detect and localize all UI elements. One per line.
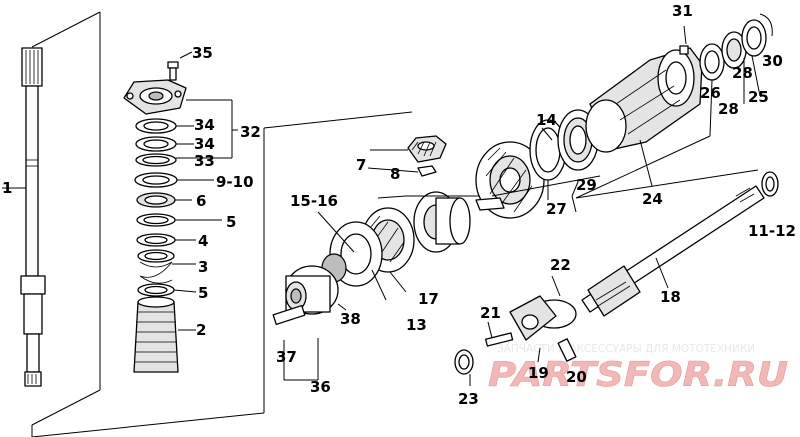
callout-22: 22 <box>550 256 571 274</box>
stack-leader-lines <box>172 99 238 331</box>
group-outline-lines <box>31 11 413 437</box>
forward-gear-assembly <box>321 191 492 287</box>
callout-13: 13 <box>406 316 427 334</box>
callout-34-lower: 34 <box>194 135 215 153</box>
callout-24: 24 <box>642 190 663 208</box>
callout-21: 21 <box>480 304 501 322</box>
callout-5-lower: 5 <box>198 284 208 302</box>
callout-1: 1 <box>2 179 12 197</box>
gearcase-24 <box>585 47 703 187</box>
bolt-35 <box>167 51 193 81</box>
callout-26: 26 <box>700 84 721 102</box>
callout-35: 35 <box>192 44 213 62</box>
callout-37: 37 <box>276 348 297 366</box>
pump-housing-32 <box>123 79 187 115</box>
clutch-dog <box>475 141 545 219</box>
callout-27: 27 <box>546 200 567 218</box>
callout-36: 36 <box>310 378 331 396</box>
callout-25: 25 <box>748 88 769 106</box>
callout-32: 32 <box>240 123 261 141</box>
watermark: ЗАПЧАСТИ И АКСЕССУАРЫ ДЛЯ МОТОТЕХНИКИ PA… <box>488 343 789 395</box>
seal-stack <box>134 118 178 297</box>
callout-19: 19 <box>528 364 549 382</box>
callout-30: 30 <box>762 52 783 70</box>
callout-38: 38 <box>340 310 361 328</box>
callout-28-upper: 28 <box>732 64 753 82</box>
callout-7: 7 <box>356 156 366 174</box>
callout-labels: 1 2 3 4 5 5 6 7 8 9-10 11-12 13 14 15-16… <box>2 2 796 408</box>
drive-shaft <box>2 47 46 387</box>
callout-8: 8 <box>390 165 400 183</box>
watermark-subtitle: ЗАПЧАСТИ И АКСЕССУАРЫ ДЛЯ МОТОТЕХНИКИ <box>497 343 755 355</box>
bearings-25-30 <box>575 13 773 199</box>
callout-11-12: 11-12 <box>748 222 796 240</box>
callout-17: 17 <box>418 290 439 308</box>
callout-15-16: 15-16 <box>290 192 338 210</box>
callout-29: 29 <box>576 176 597 194</box>
callout-3: 3 <box>198 258 208 276</box>
callout-20: 20 <box>566 368 587 386</box>
callout-9-10: 9-10 <box>216 173 254 191</box>
callout-6: 6 <box>196 192 206 210</box>
callout-4: 4 <box>198 232 208 250</box>
callout-23: 23 <box>458 390 479 408</box>
callout-31: 31 <box>672 2 693 20</box>
callout-2: 2 <box>196 321 206 339</box>
callout-28-lower: 28 <box>718 100 739 118</box>
callout-34-upper: 34 <box>194 116 215 134</box>
clutch-parts-19-22 <box>454 275 577 386</box>
callout-18: 18 <box>660 288 681 306</box>
rubber-boot-2 <box>133 296 179 373</box>
callout-5-upper: 5 <box>226 213 236 231</box>
callout-14: 14 <box>536 111 557 129</box>
callout-leader-lines <box>317 127 759 301</box>
watermark-logo: PARTSFOR.RU <box>488 355 788 395</box>
shift-housing-36 <box>272 265 347 381</box>
propeller-shaft-18 <box>581 171 779 317</box>
pinion-gear-7 <box>367 135 447 177</box>
callout-33: 33 <box>194 152 215 170</box>
